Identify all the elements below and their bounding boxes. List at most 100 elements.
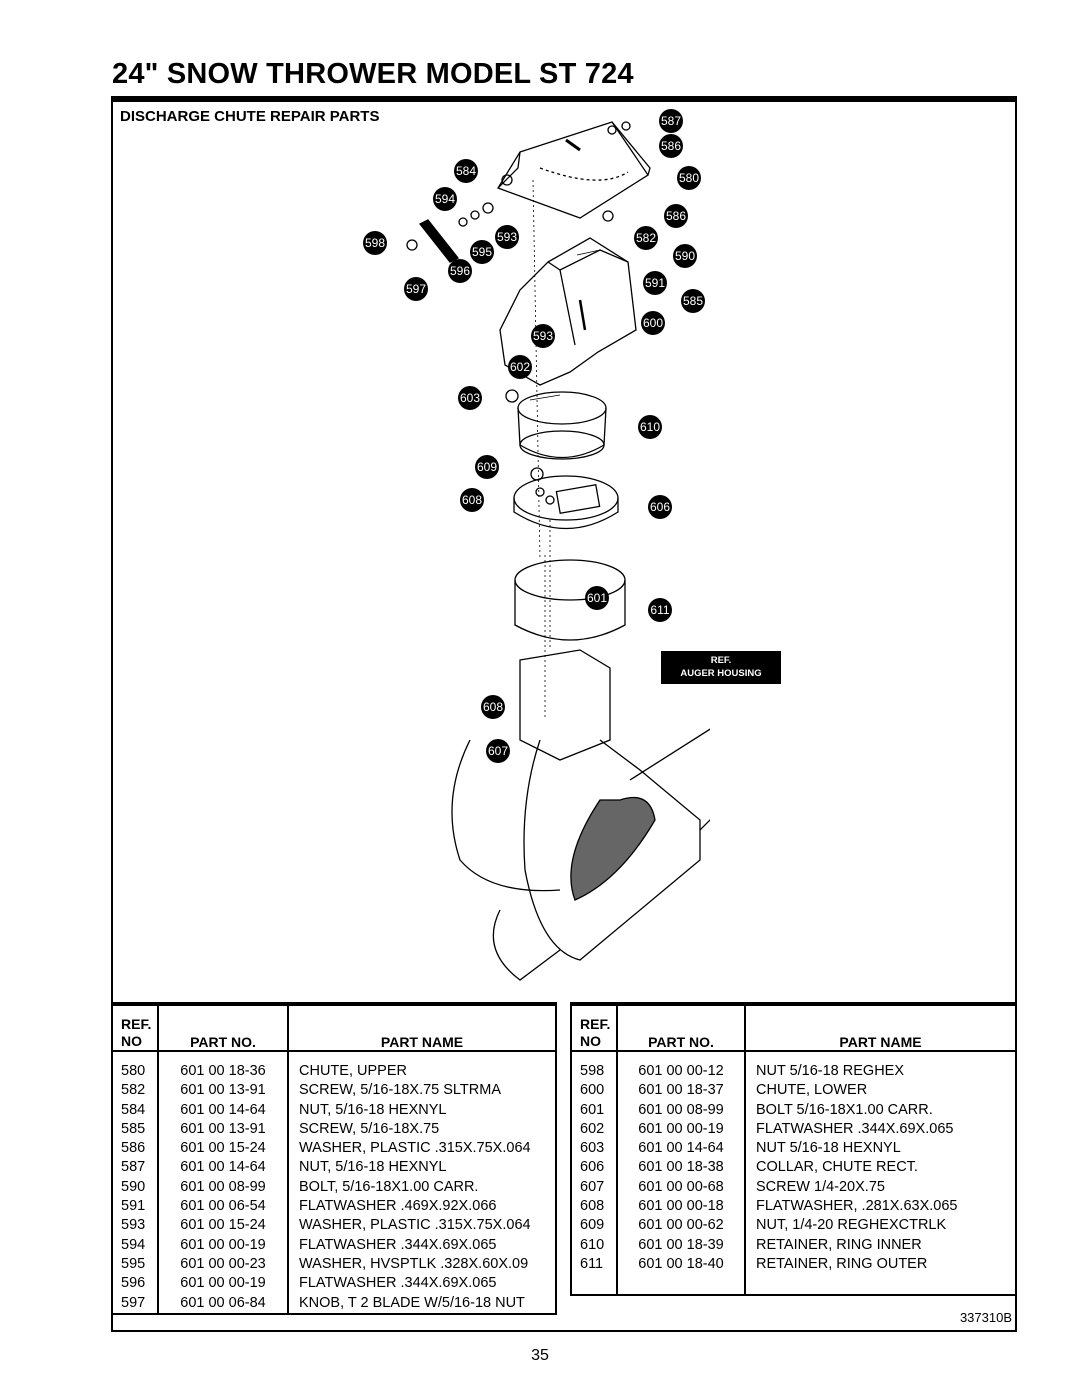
callout-598-text: 598 (365, 236, 385, 250)
header-ref-no: REF.NO (571, 1004, 618, 1052)
callout-606-text: 606 (650, 500, 670, 514)
page-number: 35 (531, 1347, 549, 1364)
part-name-cell: FLATWASHER .344X.69X.065 (299, 1275, 497, 1292)
section-title: DISCHARGE CHUTE REPAIR PARTS (120, 108, 380, 125)
callout-601-text: 601 (587, 591, 607, 605)
callout-594: 594 (433, 187, 457, 211)
callout-596-text: 596 (450, 264, 470, 278)
part-no-cell: 601 00 00-62 (617, 1216, 746, 1236)
ref-no-cell: 582 (112, 1081, 159, 1101)
ref-no-cell: 609 (571, 1216, 618, 1236)
ref-no-cell: 611 (571, 1254, 618, 1275)
part-name-cell: WASHER, HVSPTLK .328X.60X.09 (299, 1255, 529, 1272)
ref-no-cell: 601 (571, 1100, 618, 1120)
callout-609: 609 (475, 455, 499, 479)
part-no-cell: 601 00 14-64 (617, 1139, 746, 1159)
callout-600-text: 600 (643, 316, 663, 330)
part-name-cell: CHUTE, LOWER (756, 1082, 868, 1099)
callout-593-text: 593 (497, 230, 517, 244)
callout-610: 610 (638, 415, 662, 439)
empty-cell (745, 1274, 1016, 1294)
ref-no-cell: 591 (112, 1197, 159, 1217)
callout-584: 584 (454, 159, 478, 183)
callout-593b: 593 (531, 324, 555, 348)
header-part-no: PART NO. (158, 1004, 289, 1052)
part-no-cell: 601 00 15-24 (158, 1216, 289, 1236)
callout-587: 587 (659, 109, 683, 133)
part-name-cell: NUT, 5/16-18 HEXNYL (299, 1101, 447, 1118)
empty-row (571, 1274, 1016, 1295)
part-name-cell: SCREW 1/4-20X.75 (756, 1178, 885, 1195)
empty-cell (571, 1274, 618, 1295)
header-part-name: PART NAME (745, 1004, 1016, 1052)
part-name-cell: KNOB, T 2 BLADE W/5/16-18 NUT (299, 1294, 525, 1311)
ref-no-cell: 602 (571, 1119, 618, 1140)
part-name-cell: SCREW, 5/16-18X.75 SLTRMA (299, 1082, 502, 1099)
callout-603: 603 (458, 386, 482, 410)
part-no-cell: 601 00 06-54 (158, 1197, 289, 1217)
callout-607: 607 (486, 739, 510, 763)
part-no-cell: 601 00 06-84 (158, 1293, 289, 1314)
part-name-cell: COLLAR, CHUTE RECT. (756, 1159, 918, 1176)
ref-no-cell: 598 (571, 1051, 618, 1082)
ref-no-cell: 600 (571, 1081, 618, 1101)
ref-no-cell: 585 (112, 1119, 159, 1140)
part-no-cell: 601 00 00-18 (617, 1197, 746, 1217)
part-no-cell: 601 00 00-68 (617, 1177, 746, 1198)
callout-labels: 587 586 584 580 594 586 582 598 593 595 … (363, 109, 705, 763)
ref-no-cell: 594 (112, 1235, 159, 1255)
callout-597: 597 (404, 277, 428, 301)
callout-593b-text: 593 (533, 329, 553, 343)
callout-580-text: 580 (679, 171, 699, 185)
header-ref-no: REF.NO (112, 1004, 159, 1052)
ref-no-cell: 597 (112, 1293, 159, 1314)
callout-606: 606 (648, 495, 672, 519)
knob-drawing (418, 219, 460, 263)
ref-no-cell: 593 (112, 1216, 159, 1236)
ref-no-cell: 586 (112, 1139, 159, 1159)
part-no-cell: 601 00 00-19 (617, 1119, 746, 1140)
callout-590-text: 590 (675, 249, 695, 263)
part-no-cell: 601 00 15-24 (158, 1139, 289, 1159)
callout-608-text: 608 (462, 493, 482, 507)
part-no-cell: 601 00 18-36 (158, 1051, 289, 1082)
part-no-cell: 601 00 18-38 (617, 1158, 746, 1178)
callout-602: 602 (508, 355, 532, 379)
part-no-cell: 601 00 00-23 (158, 1254, 289, 1275)
auger-opening-drawing (570, 796, 656, 901)
lower-chute-drawing (499, 237, 637, 386)
part-name-cell: FLATWASHER .344X.69X.065 (756, 1120, 954, 1137)
part-no-cell: 601 00 00-19 (158, 1274, 289, 1294)
part-name-cell: BOLT 5/16-18X1.00 CARR. (756, 1101, 933, 1118)
ref-no-cell: 610 (571, 1235, 618, 1255)
part-no-cell: 601 00 18-37 (617, 1081, 746, 1101)
callout-593: 593 (495, 225, 519, 249)
part-name-cell: RETAINER, RING OUTER (756, 1255, 928, 1272)
collar-drawing (513, 475, 619, 521)
callout-609-text: 609 (477, 460, 497, 474)
ref-label-line2: AUGER HOUSING (680, 668, 762, 679)
callout-608b: 608 (481, 695, 505, 719)
callout-600: 600 (641, 311, 665, 335)
part-name-cell: NUT, 1/4-20 REGHEXCTRLK (756, 1217, 947, 1234)
ref-no-cell: 596 (112, 1274, 159, 1294)
part-name-cell: FLATWASHER .344X.69X.065 (299, 1236, 497, 1253)
part-no-cell: 601 00 00-19 (158, 1235, 289, 1255)
